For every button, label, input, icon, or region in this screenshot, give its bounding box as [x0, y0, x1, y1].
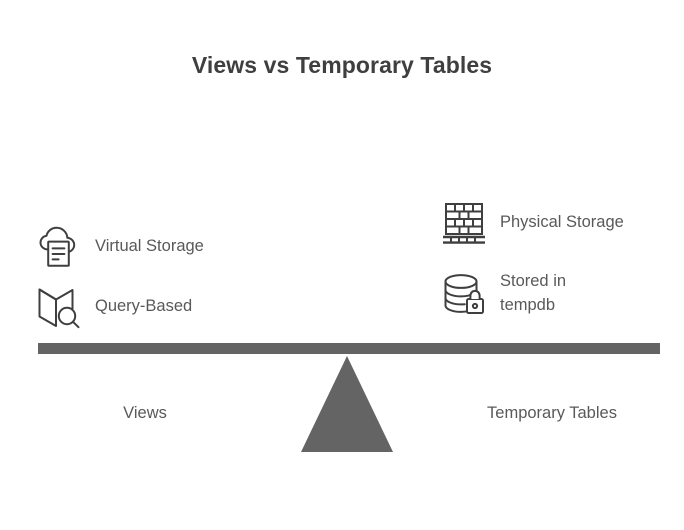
database-lock-icon	[441, 271, 487, 317]
feature-label: Stored in tempdb	[500, 272, 567, 314]
feature-stored-in-tempdb: Stored in tempdb	[441, 270, 566, 318]
feature-label: Virtual Storage	[95, 237, 204, 256]
feature-virtual-storage: Virtual Storage	[36, 224, 204, 270]
feature-label: Physical Storage	[500, 213, 624, 232]
balance-beam	[38, 343, 660, 354]
cloud-document-icon	[36, 224, 82, 270]
feature-query-based: Query-Based	[36, 284, 192, 330]
feature-physical-storage: Physical Storage	[441, 200, 624, 246]
book-search-icon	[36, 284, 82, 330]
fulcrum-triangle	[301, 356, 393, 452]
brick-wall-icon	[441, 200, 487, 246]
feature-label: Query-Based	[95, 297, 193, 316]
side-label-views: Views	[123, 404, 167, 422]
side-label-temporary-tables: Temporary Tables	[487, 404, 617, 422]
page-title: Views vs Temporary Tables	[191, 52, 493, 78]
